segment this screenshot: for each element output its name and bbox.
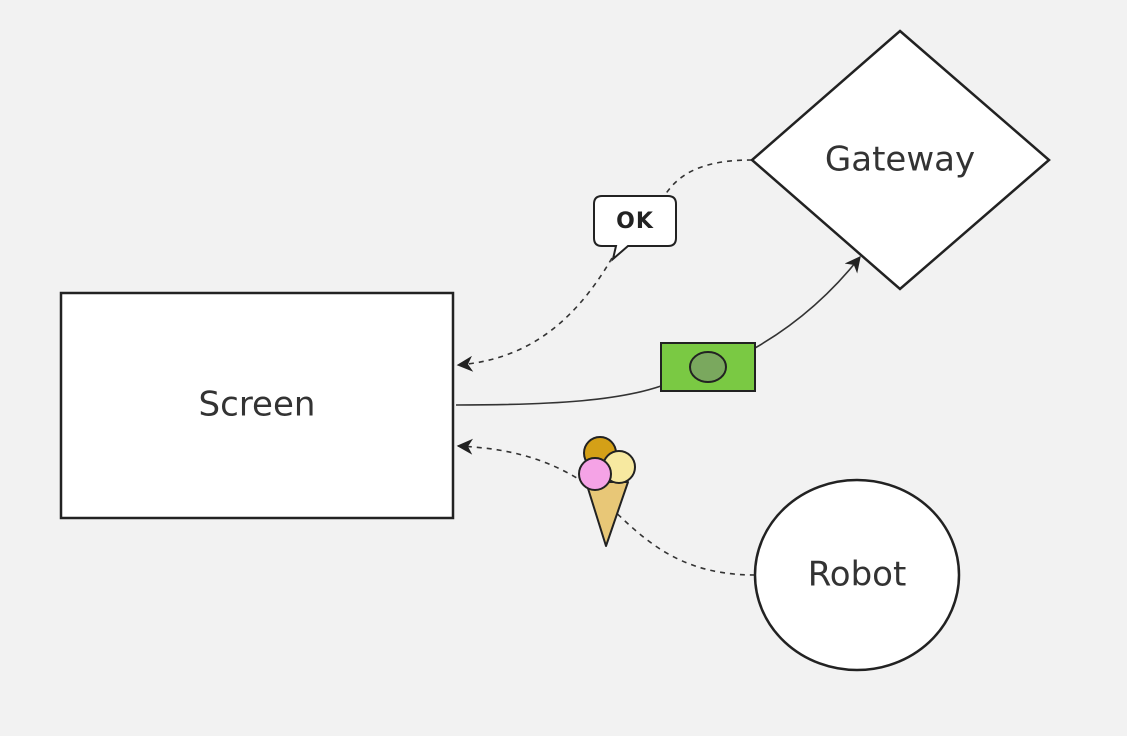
gateway-label: Gateway bbox=[825, 140, 975, 180]
gateway-diamond[interactable] bbox=[750, 29, 1051, 291]
edge-robot-to-screen[interactable] bbox=[456, 438, 756, 576]
node-robot[interactable]: Robot bbox=[753, 478, 961, 672]
robot-circle[interactable] bbox=[753, 478, 961, 672]
money-icon bbox=[660, 342, 756, 392]
edge-gateway-to-screen[interactable] bbox=[664, 159, 753, 196]
node-gateway[interactable]: Gateway bbox=[750, 29, 1051, 291]
node-screen[interactable]: Screen bbox=[59, 291, 455, 520]
edge-gateway-to-screen-tail[interactable] bbox=[456, 257, 613, 372]
edge-screen-to-gateway-tail[interactable] bbox=[754, 255, 861, 349]
screen-label: Screen bbox=[199, 385, 316, 425]
robot-label: Robot bbox=[808, 555, 907, 595]
bubble-label: OK bbox=[616, 209, 654, 234]
edge-screen-to-gateway[interactable] bbox=[455, 385, 662, 406]
screen-rectangle[interactable] bbox=[59, 291, 455, 520]
speech-bubble-icon: OK bbox=[593, 195, 677, 262]
ice-cream-icon bbox=[578, 436, 636, 547]
